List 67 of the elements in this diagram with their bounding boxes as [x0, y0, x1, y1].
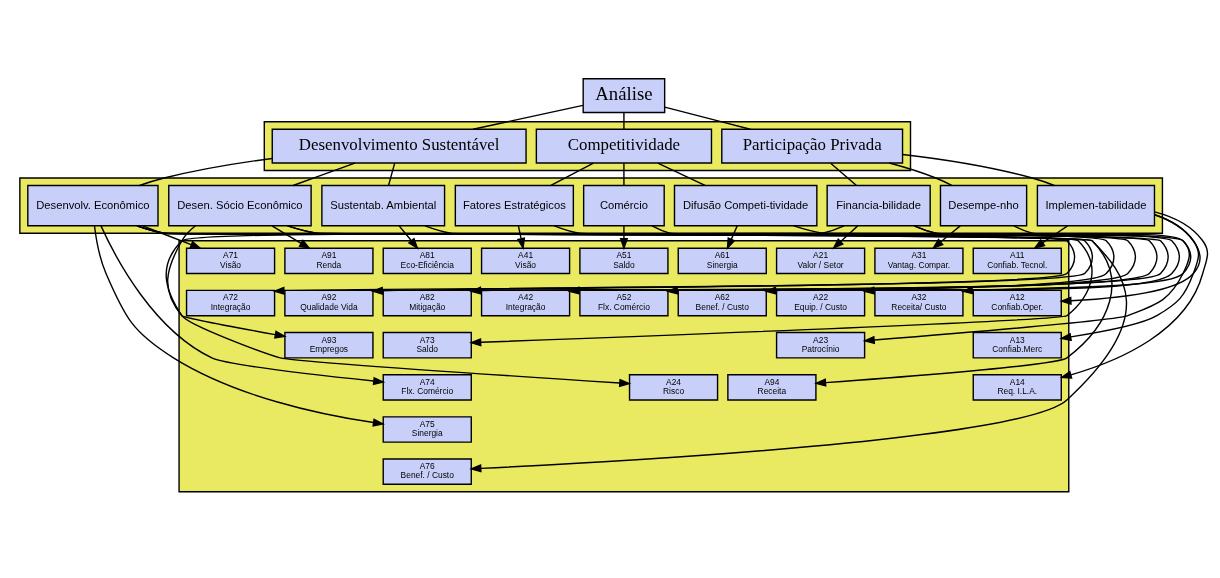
arrow: [832, 225, 859, 250]
node-box: A12 Confiab.Oper.: [972, 289, 1062, 317]
node-box: A14 Req. I.L.A.: [972, 374, 1062, 401]
node-box: A42 Integração: [480, 289, 571, 317]
arrow: [619, 225, 629, 251]
connector: [550, 162, 595, 187]
connector: [901, 153, 1056, 187]
arrow: [93, 225, 385, 427]
connector: [292, 162, 356, 187]
node-box: A82 Mitigação: [382, 289, 472, 317]
node-box: Implemen-tabilidade: [1036, 184, 1156, 227]
arrow: [1059, 211, 1209, 379]
node-box: A32 Receita/ Custo: [874, 289, 964, 317]
connector: [623, 162, 625, 187]
connector: [387, 162, 396, 187]
node-box: A11 Confiab. Tecnol.: [972, 247, 1062, 275]
node-box: Sustentab. Ambiental: [321, 184, 446, 227]
node-box: A61 Sinergia: [677, 247, 767, 275]
node-box: A81 Eco-Eficiência: [382, 247, 472, 275]
node-box: A74 Flx. Comércio: [382, 374, 472, 401]
node-box: Financia-bilidade: [826, 184, 931, 227]
node-box: A41 Visão: [480, 247, 571, 275]
node-box: Desen. Sócio Econômico: [168, 184, 312, 227]
node-box: A91 Renda: [284, 247, 374, 275]
connector: [657, 162, 706, 187]
node-box: A62 Benef. / Custo: [677, 289, 767, 317]
node-box: A94 Receita: [727, 374, 817, 401]
arrow: [931, 225, 961, 250]
node-box: A31 Vantag. Compar.: [874, 247, 964, 275]
node-box: A73 Saldo: [382, 331, 472, 359]
node-box: A71 Visão: [185, 247, 276, 275]
node-box: Desenvolv. Econômico: [27, 184, 159, 227]
arrow: [271, 225, 312, 250]
node-box: Competitividade: [535, 128, 713, 164]
connector: [664, 106, 751, 130]
arrow: [398, 225, 419, 250]
arrow: [1033, 225, 1069, 250]
node-box: Fatores Estratégicos: [454, 184, 575, 227]
arrow: [100, 225, 386, 386]
node-box: A75 Sinergia: [382, 416, 472, 443]
connector: [623, 111, 625, 130]
node-box: A13 Confiab.Merc: [972, 331, 1062, 359]
node-box: A24 Risco: [628, 374, 719, 401]
node-box: A22 Equip. / Custo: [775, 289, 866, 317]
cluster: [263, 121, 912, 172]
node-box: A52 Flx. Comércio: [579, 289, 669, 317]
node-box: Difusão Competi-tividade: [673, 184, 818, 227]
node-box: A93 Empregos: [284, 331, 374, 359]
node-box: Participação Privada: [721, 128, 904, 164]
cluster: [19, 177, 1164, 234]
node-box: A51 Saldo: [579, 247, 669, 275]
arrow: [167, 225, 287, 339]
node-box: Comércio: [582, 184, 665, 227]
node-box: A23 Patrocínio: [775, 331, 866, 359]
arrow: [960, 225, 1192, 295]
connector: [830, 162, 858, 187]
connector: [888, 162, 953, 187]
node-box: A21 Valor / Setor: [775, 247, 866, 275]
arrow: [141, 225, 203, 249]
connector: [138, 157, 273, 187]
node-box: Desenvolvimento Sustentável: [271, 128, 527, 164]
node-box: Análise: [582, 78, 666, 114]
arrow: [1059, 214, 1200, 342]
node-box: A76 Benef. / Custo: [382, 458, 472, 485]
node-box: A72 Integração: [185, 289, 276, 317]
node-box: Desempe-nho: [939, 184, 1028, 227]
node-box: A92 Qualidade Vida: [284, 289, 374, 317]
